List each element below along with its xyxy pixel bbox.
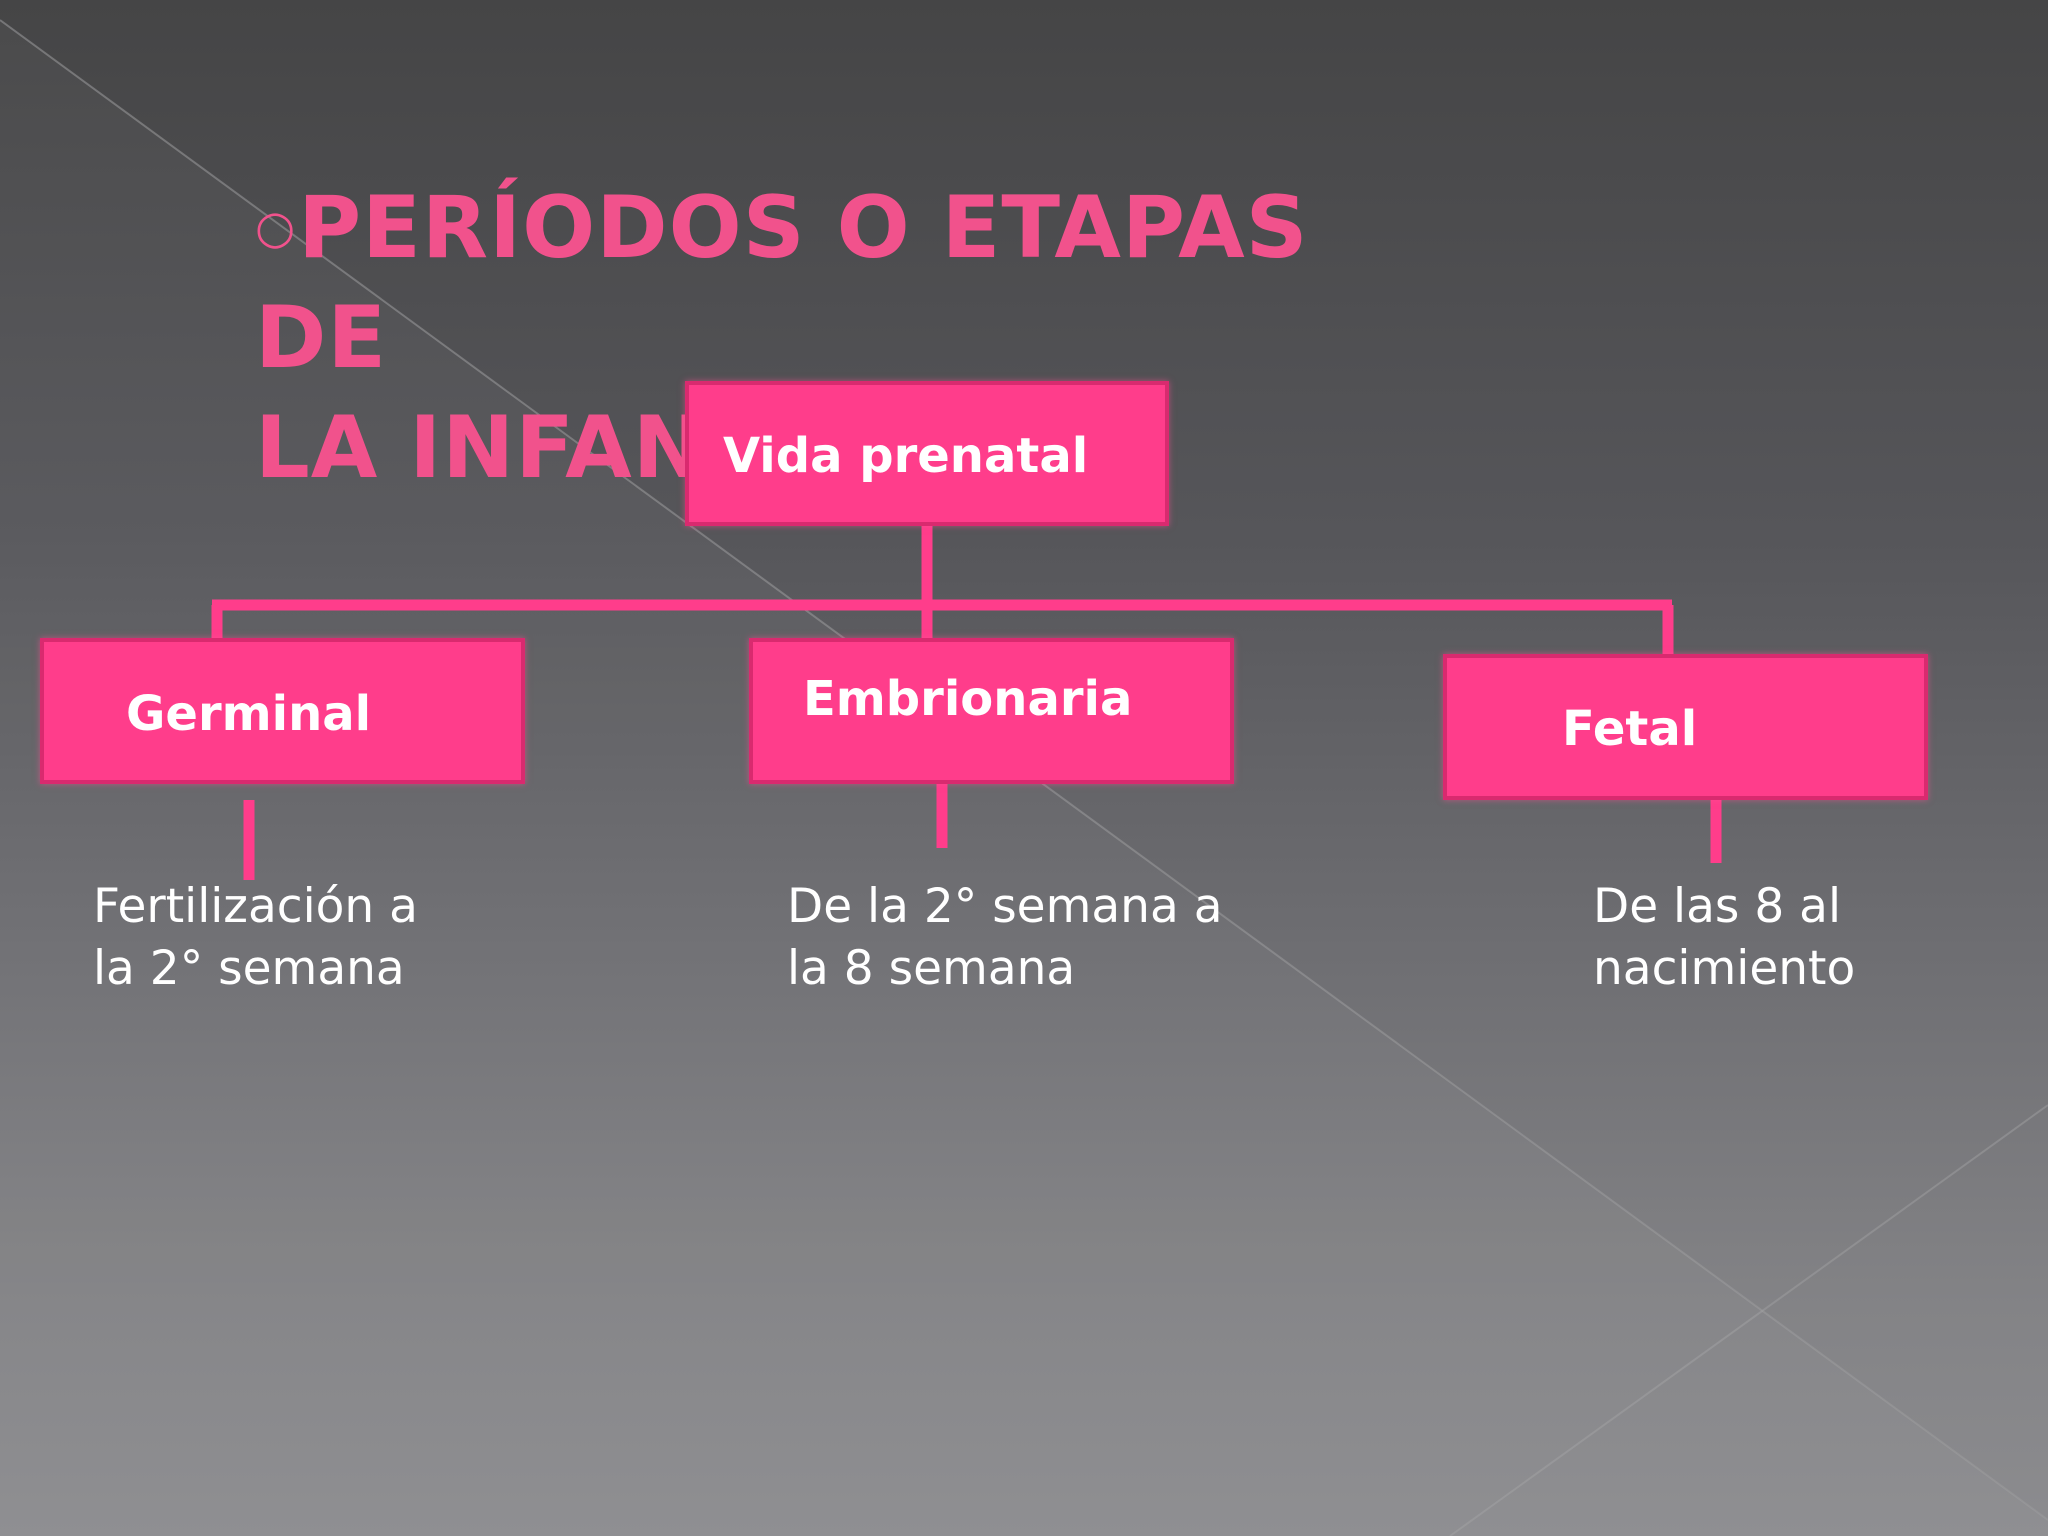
node-vida-prenatal-label: Vida prenatal <box>723 428 1089 484</box>
node-germinal[interactable] <box>40 638 525 784</box>
embrionaria-description: De la 2° semana a la 8 semana <box>787 879 1223 996</box>
fetal-description: De las 8 al nacimiento <box>1593 879 1856 996</box>
node-fetal-label: Fetal <box>1562 701 1698 757</box>
title-line-1: PERÍODOS O ETAPAS DE <box>255 178 1309 388</box>
node-embrionaria[interactable] <box>749 638 1234 784</box>
germinal-description: Fertilización a la 2° semana <box>93 879 418 996</box>
node-embrionaria-label: Embrionaria <box>803 671 1133 727</box>
node-germinal-label: Germinal <box>126 686 372 742</box>
node-fetal[interactable] <box>1443 654 1928 800</box>
node-vida-prenatal[interactable] <box>685 381 1169 526</box>
title-bullet-icon: ○ <box>255 200 297 254</box>
